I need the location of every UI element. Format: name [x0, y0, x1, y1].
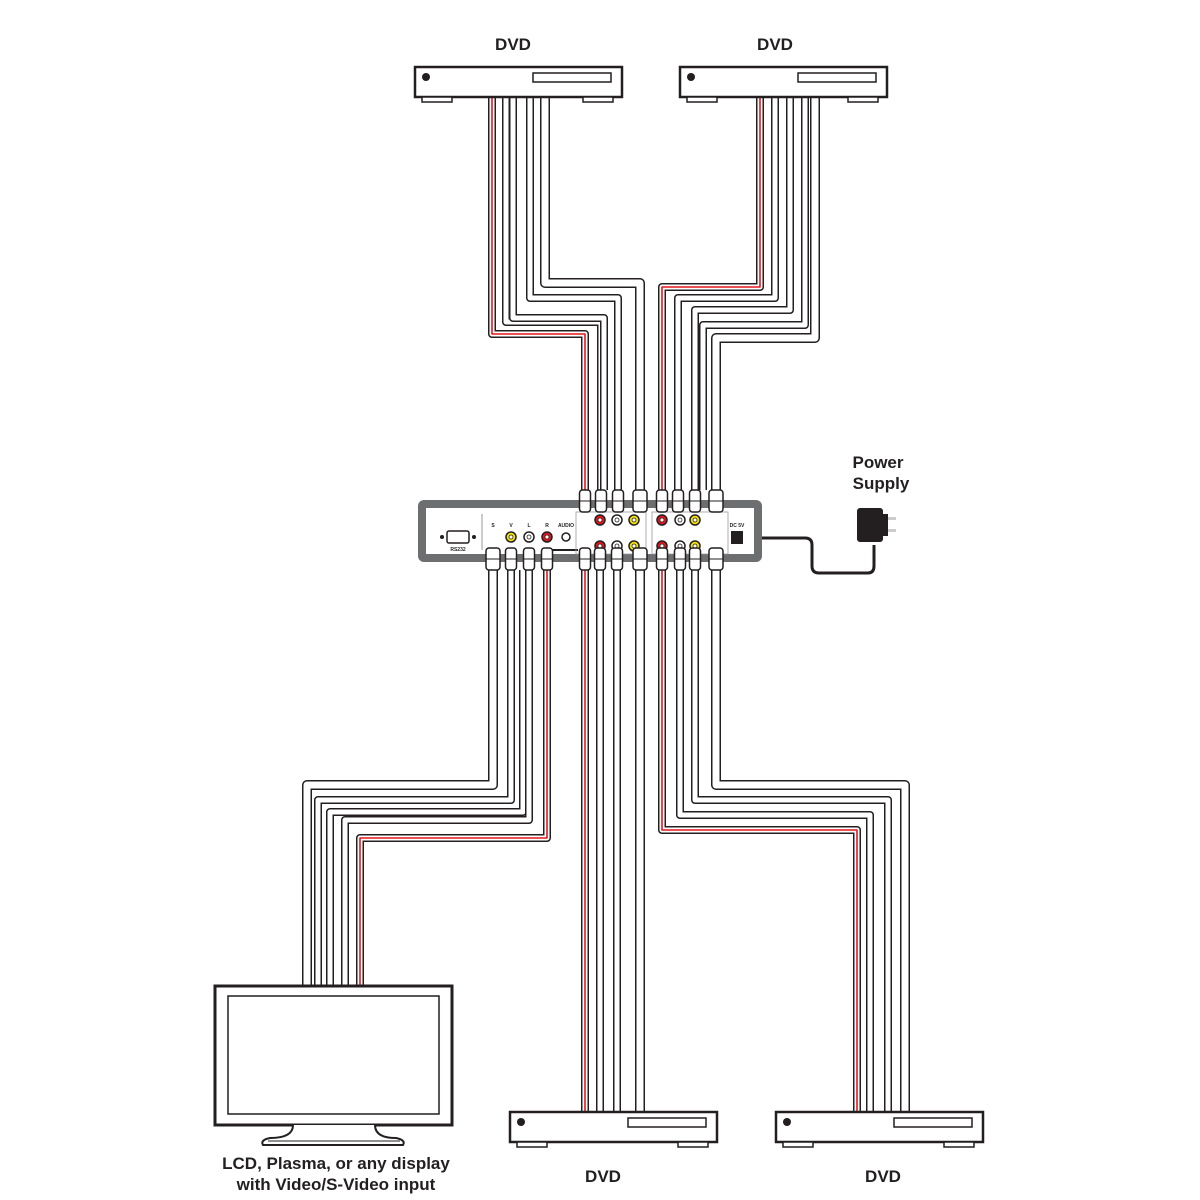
rca-jack-red [656, 514, 668, 526]
rca-jack-yellow [689, 514, 701, 526]
rca-plug [578, 489, 592, 513]
rca-plug [611, 489, 625, 513]
rca-jack-yellow [505, 531, 517, 543]
rca-plug [504, 547, 518, 571]
rca-jack-white [674, 514, 686, 526]
rca-plug [655, 489, 669, 513]
cable [341, 570, 533, 986]
audio-label: AUDIO [558, 523, 574, 529]
dc-label: DC 5V [730, 523, 745, 529]
power-label-line2: Supply [853, 474, 910, 493]
dvd-bottom-left-label: DVD [585, 1167, 621, 1186]
audio-cable-red [488, 97, 589, 490]
rca-jack-white [523, 531, 535, 543]
power-adapter [762, 508, 896, 575]
rca-plug [593, 547, 607, 571]
rca-plug [655, 547, 669, 571]
cable [691, 97, 794, 490]
dvd-top-right-label: DVD [757, 35, 793, 54]
r-label: R [545, 523, 549, 529]
s-video-plug [632, 489, 648, 513]
dvd-player-top-right [678, 65, 889, 103]
dvd-player-bottom-left [508, 1110, 719, 1148]
cable [509, 97, 608, 490]
dvd-bottom-right-label: DVD [865, 1167, 901, 1186]
rca-plug [673, 547, 687, 571]
rs232-label: RS232 [450, 547, 466, 553]
rca-plug [594, 489, 608, 513]
rca-jack-yellow [628, 514, 640, 526]
display-label-line1: LCD, Plasma, or any display [222, 1154, 450, 1173]
v-label: V [509, 523, 513, 529]
rs232-port [440, 530, 476, 544]
cable [540, 97, 645, 490]
rca-plug [671, 489, 685, 513]
rca-plug [688, 547, 702, 571]
l-label: L [527, 523, 530, 529]
cable [326, 570, 527, 986]
dvd-top-left-label: DVD [495, 35, 531, 54]
dvd-player-top-left [413, 65, 624, 103]
audio-cable-red [658, 97, 764, 490]
s-video-plug [708, 547, 724, 571]
cable [691, 570, 892, 1112]
s-label: S [491, 523, 495, 529]
rca-plug [688, 489, 702, 513]
cable [676, 570, 874, 1112]
cable [302, 570, 498, 986]
audio-cable-red [356, 570, 551, 986]
cables [302, 97, 910, 1112]
cable [526, 97, 622, 490]
cable [711, 570, 910, 1112]
switch-device: RS232 S V L R AUDIO DC 5V [418, 500, 762, 562]
power-label-line1: Power [852, 453, 903, 472]
rca-jack-white [611, 514, 623, 526]
cable [699, 97, 809, 490]
rca-plug [610, 547, 624, 571]
rca-plug [540, 547, 554, 571]
cable [674, 97, 779, 490]
rca-jack-red [594, 514, 606, 526]
cable [314, 570, 515, 986]
cable-plugs [485, 489, 724, 571]
rca-jack-red [541, 531, 553, 543]
s-video-plug [632, 547, 648, 571]
s-video-plug [708, 489, 724, 513]
s-video-plug [485, 547, 501, 571]
display-label-line2: with Video/S-Video input [236, 1175, 436, 1194]
display-monitor [213, 984, 454, 1146]
rca-plug [578, 547, 592, 571]
cable [711, 97, 820, 490]
dvd-player-bottom-right [774, 1110, 985, 1148]
rca-plug [522, 547, 536, 571]
audio-cable-red [658, 570, 861, 1112]
